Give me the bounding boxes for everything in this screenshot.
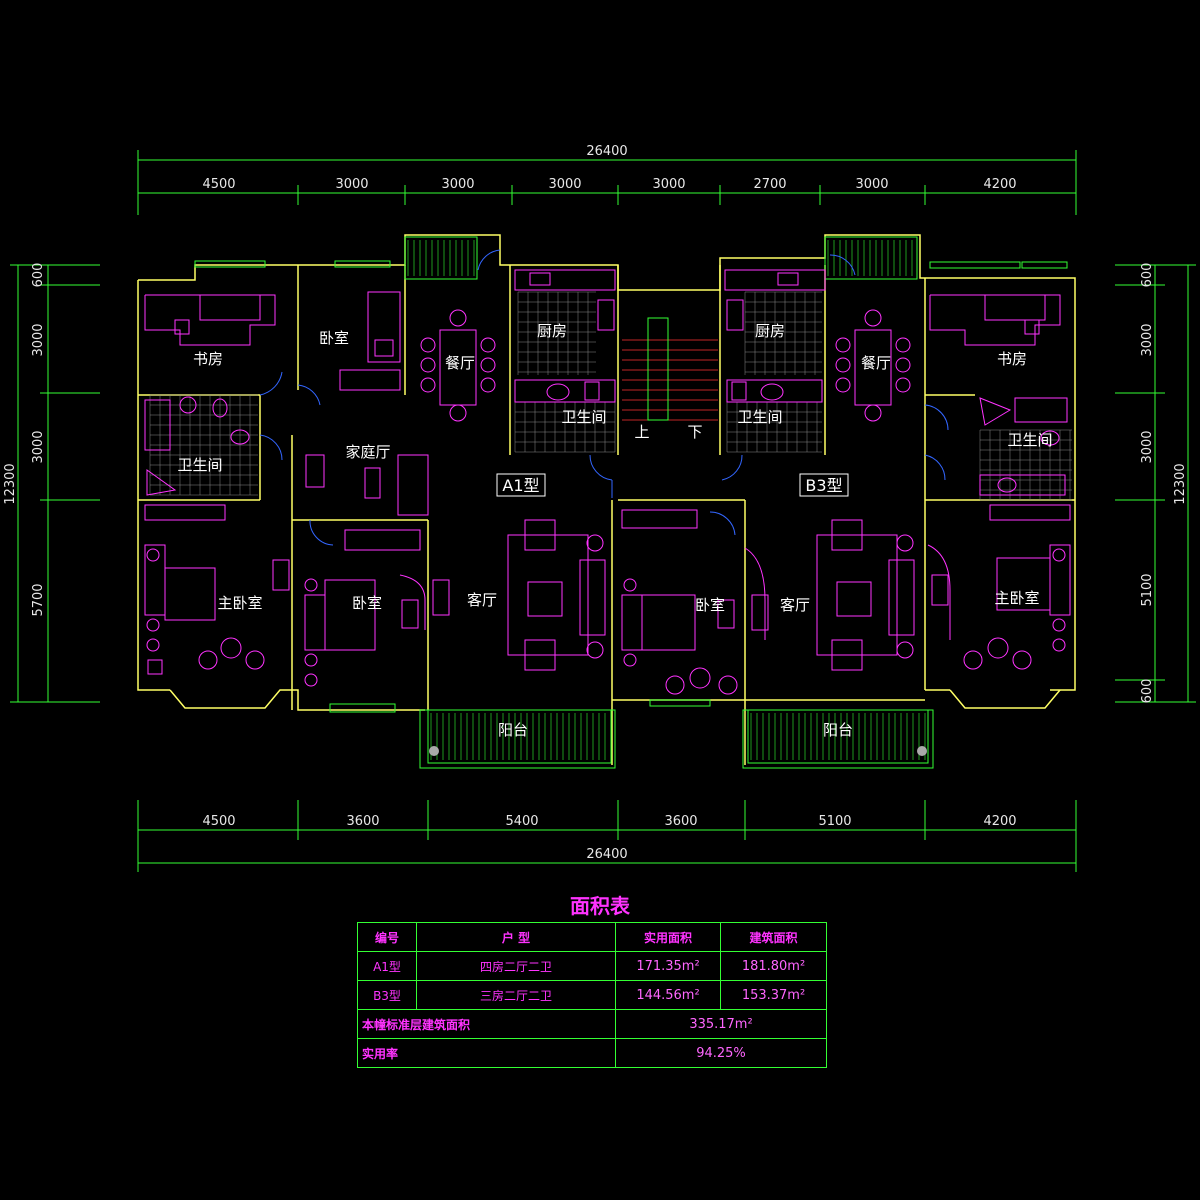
left-dim-1: 600 xyxy=(31,263,46,288)
top-dim-6: 2700 xyxy=(753,177,786,192)
table-row: A1型 四房二厅二卫 171.35m² 181.80m² xyxy=(357,951,827,981)
drain-left xyxy=(429,746,439,756)
stair-rail xyxy=(647,317,669,421)
right-dim-4: 5100 xyxy=(1140,573,1155,606)
row-a1-type: 四房二厅二卫 xyxy=(416,951,616,981)
label-bedroom-a: 卧室 xyxy=(352,594,382,612)
right-total-dim: 12300 xyxy=(1173,463,1188,504)
furniture xyxy=(144,269,1071,695)
top-dim-7: 3000 xyxy=(855,177,888,192)
bottom-dimension-lines xyxy=(137,800,1077,872)
left-total-dim: 12300 xyxy=(3,463,18,504)
label-stairs-up: 上 xyxy=(634,423,649,441)
label-family-hall: 家庭厅 xyxy=(345,443,390,461)
label-bath-right: 卫生间 xyxy=(1007,431,1052,449)
bottom-total-dim: 26400 xyxy=(586,847,627,862)
area-table: 编号 户 型 实用面积 建筑面积 A1型 四房二厅二卫 171.35m² 181… xyxy=(357,922,827,1068)
label-bath-left: 卫生间 xyxy=(177,456,222,474)
row-b3-type: 三房二厅二卫 xyxy=(416,980,616,1010)
walls xyxy=(137,234,1076,765)
label-master-left: 主卧室 xyxy=(217,594,262,612)
right-dim-3: 3000 xyxy=(1140,430,1155,463)
right-dim-2: 3000 xyxy=(1140,323,1155,356)
right-dim-1: 600 xyxy=(1140,263,1155,288)
ratio-value: 94.25% xyxy=(615,1038,827,1068)
label-balcony-b: 阳台 xyxy=(823,721,853,739)
right-dim-5: 600 xyxy=(1140,679,1155,704)
table-row: B3型 三房二厅二卫 144.56m² 153.37m² xyxy=(357,980,827,1010)
ratio-label: 实用率 xyxy=(357,1038,616,1068)
bottom-dim-3: 5400 xyxy=(505,814,538,829)
area-table-title: 面积表 xyxy=(570,894,630,918)
row-a1-usable: 171.35m² xyxy=(615,951,721,981)
label-bedroom-top: 卧室 xyxy=(319,329,349,347)
bottom-dim-2: 3600 xyxy=(346,814,379,829)
header-type: 户 型 xyxy=(416,922,616,952)
top-dimension-lines xyxy=(137,150,1077,215)
row-b3-code: B3型 xyxy=(357,980,417,1010)
tag-b3: B3型 xyxy=(805,476,842,495)
balconies xyxy=(404,236,934,769)
right-dimension-lines xyxy=(1115,264,1196,703)
row-a1-code: A1型 xyxy=(357,951,417,981)
label-kitchen-b: 厨房 xyxy=(755,322,785,340)
header-built: 建筑面积 xyxy=(720,922,827,952)
drain-right xyxy=(917,746,927,756)
left-dim-3: 3000 xyxy=(31,430,46,463)
row-b3-built: 153.37m² xyxy=(720,980,827,1010)
top-total-dim: 26400 xyxy=(586,144,627,159)
label-study-right: 书房 xyxy=(997,350,1027,368)
bottom-dim-1: 4500 xyxy=(202,814,235,829)
header-usable: 实用面积 xyxy=(615,922,721,952)
tag-a1: A1型 xyxy=(502,476,539,495)
table-row: 实用率 94.25% xyxy=(357,1038,827,1068)
row-b3-usable: 144.56m² xyxy=(615,980,721,1010)
label-dining-a: 餐厅 xyxy=(445,354,475,372)
staircase xyxy=(622,339,718,421)
top-dim-5: 3000 xyxy=(652,177,685,192)
top-dim-8: 4200 xyxy=(983,177,1016,192)
top-dim-1: 4500 xyxy=(202,177,235,192)
label-bedroom-b: 卧室 xyxy=(695,596,725,614)
bottom-dim-6: 4200 xyxy=(983,814,1016,829)
windows xyxy=(194,260,1068,713)
label-bath-a: 卫生间 xyxy=(561,408,606,426)
top-dim-3: 3000 xyxy=(441,177,474,192)
tag-box-a1 xyxy=(496,473,546,497)
left-dim-2: 3000 xyxy=(31,323,46,356)
label-living-b: 客厅 xyxy=(780,596,810,614)
label-stairs-down: 下 xyxy=(687,423,702,441)
table-row: 本幢标准层建筑面积 335.17m² xyxy=(357,1009,827,1039)
label-kitchen-a: 厨房 xyxy=(537,322,567,340)
label-dining-b: 餐厅 xyxy=(861,354,891,372)
table-header-row: 编号 户 型 实用面积 建筑面积 xyxy=(357,922,827,952)
door-swings xyxy=(259,249,949,546)
label-bath-b: 卫生间 xyxy=(737,408,782,426)
header-code: 编号 xyxy=(357,922,417,952)
left-dim-4: 5700 xyxy=(31,583,46,616)
label-living-a: 客厅 xyxy=(467,591,497,609)
label-balcony-a: 阳台 xyxy=(498,721,528,739)
tag-box-b3 xyxy=(799,473,849,497)
bottom-dim-4: 3600 xyxy=(664,814,697,829)
tile-grids xyxy=(149,291,1072,501)
top-dim-2: 3000 xyxy=(335,177,368,192)
top-dim-4: 3000 xyxy=(548,177,581,192)
label-study-left: 书房 xyxy=(193,350,223,368)
label-master-right: 主卧室 xyxy=(994,589,1039,607)
left-dimension-lines xyxy=(10,264,100,703)
row-a1-built: 181.80m² xyxy=(720,951,827,981)
floor-area-label: 本幢标准层建筑面积 xyxy=(357,1009,616,1039)
bottom-dim-5: 5100 xyxy=(818,814,851,829)
floor-area-value: 335.17m² xyxy=(615,1009,827,1039)
